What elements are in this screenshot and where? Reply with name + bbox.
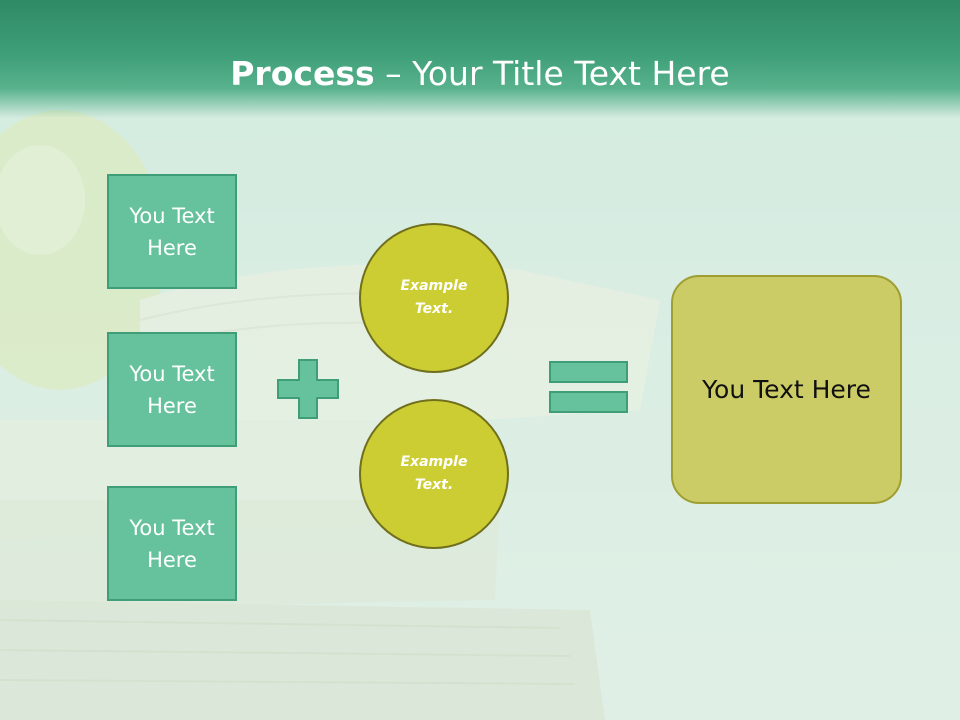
result-box[interactable]: You Text Here [671, 275, 902, 504]
text-box-3[interactable]: You Text Here [107, 486, 237, 601]
circle-label: Example Text. [400, 454, 468, 493]
equals-icon [549, 361, 628, 413]
text-box-label: You Text Here [129, 515, 215, 572]
text-box-2[interactable]: You Text Here [107, 332, 237, 447]
text-box-label: You Text Here [129, 361, 215, 418]
text-box-1[interactable]: You Text Here [107, 174, 237, 289]
circle-label: Example Text. [400, 278, 468, 317]
title-bold: Process [230, 54, 375, 93]
slide-title: Process – Your Title Text Here [0, 52, 960, 96]
plus-icon [277, 359, 339, 419]
text-box-label: You Text Here [129, 203, 215, 260]
example-circle-2[interactable]: Example Text. [359, 399, 509, 549]
example-circle-1[interactable]: Example Text. [359, 223, 509, 373]
title-rest: – Your Title Text Here [374, 54, 730, 93]
title-bar [0, 0, 960, 118]
result-label: You Text Here [702, 375, 871, 404]
